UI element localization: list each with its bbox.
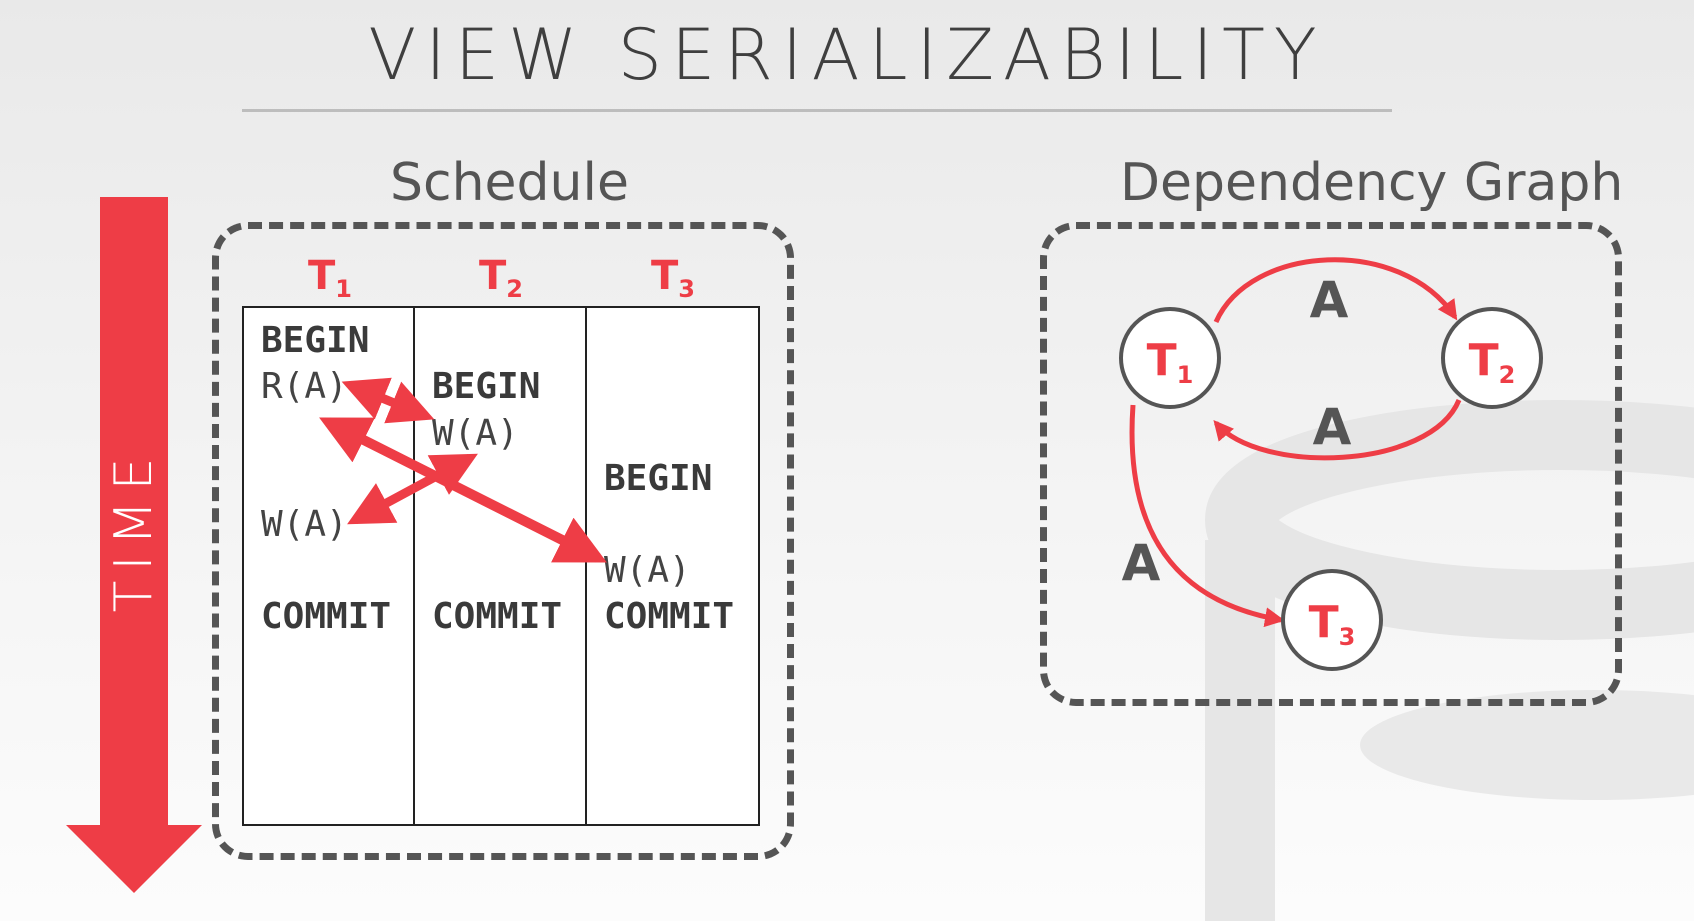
t1-begin: BEGIN	[261, 320, 370, 361]
t3-begin: BEGIN	[604, 458, 713, 499]
time-arrow	[100, 197, 168, 827]
schedule-box	[212, 222, 794, 860]
t1-commit: COMMIT	[261, 596, 392, 637]
arrow-r1-w2	[341, 377, 435, 424]
edge-label-t2-t1: A	[1312, 398, 1352, 456]
edge-t2-t1	[1213, 398, 1462, 461]
node-t1-label: T1	[1146, 335, 1194, 389]
t1-read-a: R(A)	[261, 366, 348, 407]
node-t1	[1119, 307, 1221, 409]
t2-begin: BEGIN	[432, 366, 541, 407]
time-arrow-head	[66, 825, 202, 893]
t3-commit: COMMIT	[604, 596, 735, 637]
graph-box	[1040, 222, 1622, 706]
column-divider	[413, 306, 415, 826]
node-t2	[1441, 307, 1543, 409]
edge-label-t1-t3: A	[1121, 534, 1161, 592]
node-t3	[1281, 569, 1383, 671]
txn-header-t3: T3	[651, 253, 695, 303]
edge-label-t1-t2: A	[1309, 271, 1349, 329]
schedule-table	[242, 306, 760, 826]
node-t2-label: T2	[1468, 335, 1516, 389]
slide-title: VIEW SERIALIZABILITY	[368, 14, 1326, 96]
column-divider	[585, 306, 587, 826]
t3-write-a: W(A)	[604, 550, 691, 591]
graph-heading: Dependency Graph	[1120, 153, 1624, 213]
schedule-heading: Schedule	[390, 153, 629, 213]
title-divider	[242, 109, 1392, 112]
arrow-r1-w3	[319, 417, 607, 563]
txn-header-t1: T1	[308, 253, 352, 303]
edge-t1-t3	[1129, 404, 1285, 628]
node-t3-label: T3	[1308, 597, 1356, 651]
edge-t1-t2	[1213, 257, 1458, 324]
txn-header-t2: T2	[479, 253, 523, 303]
t2-commit: COMMIT	[432, 596, 563, 637]
